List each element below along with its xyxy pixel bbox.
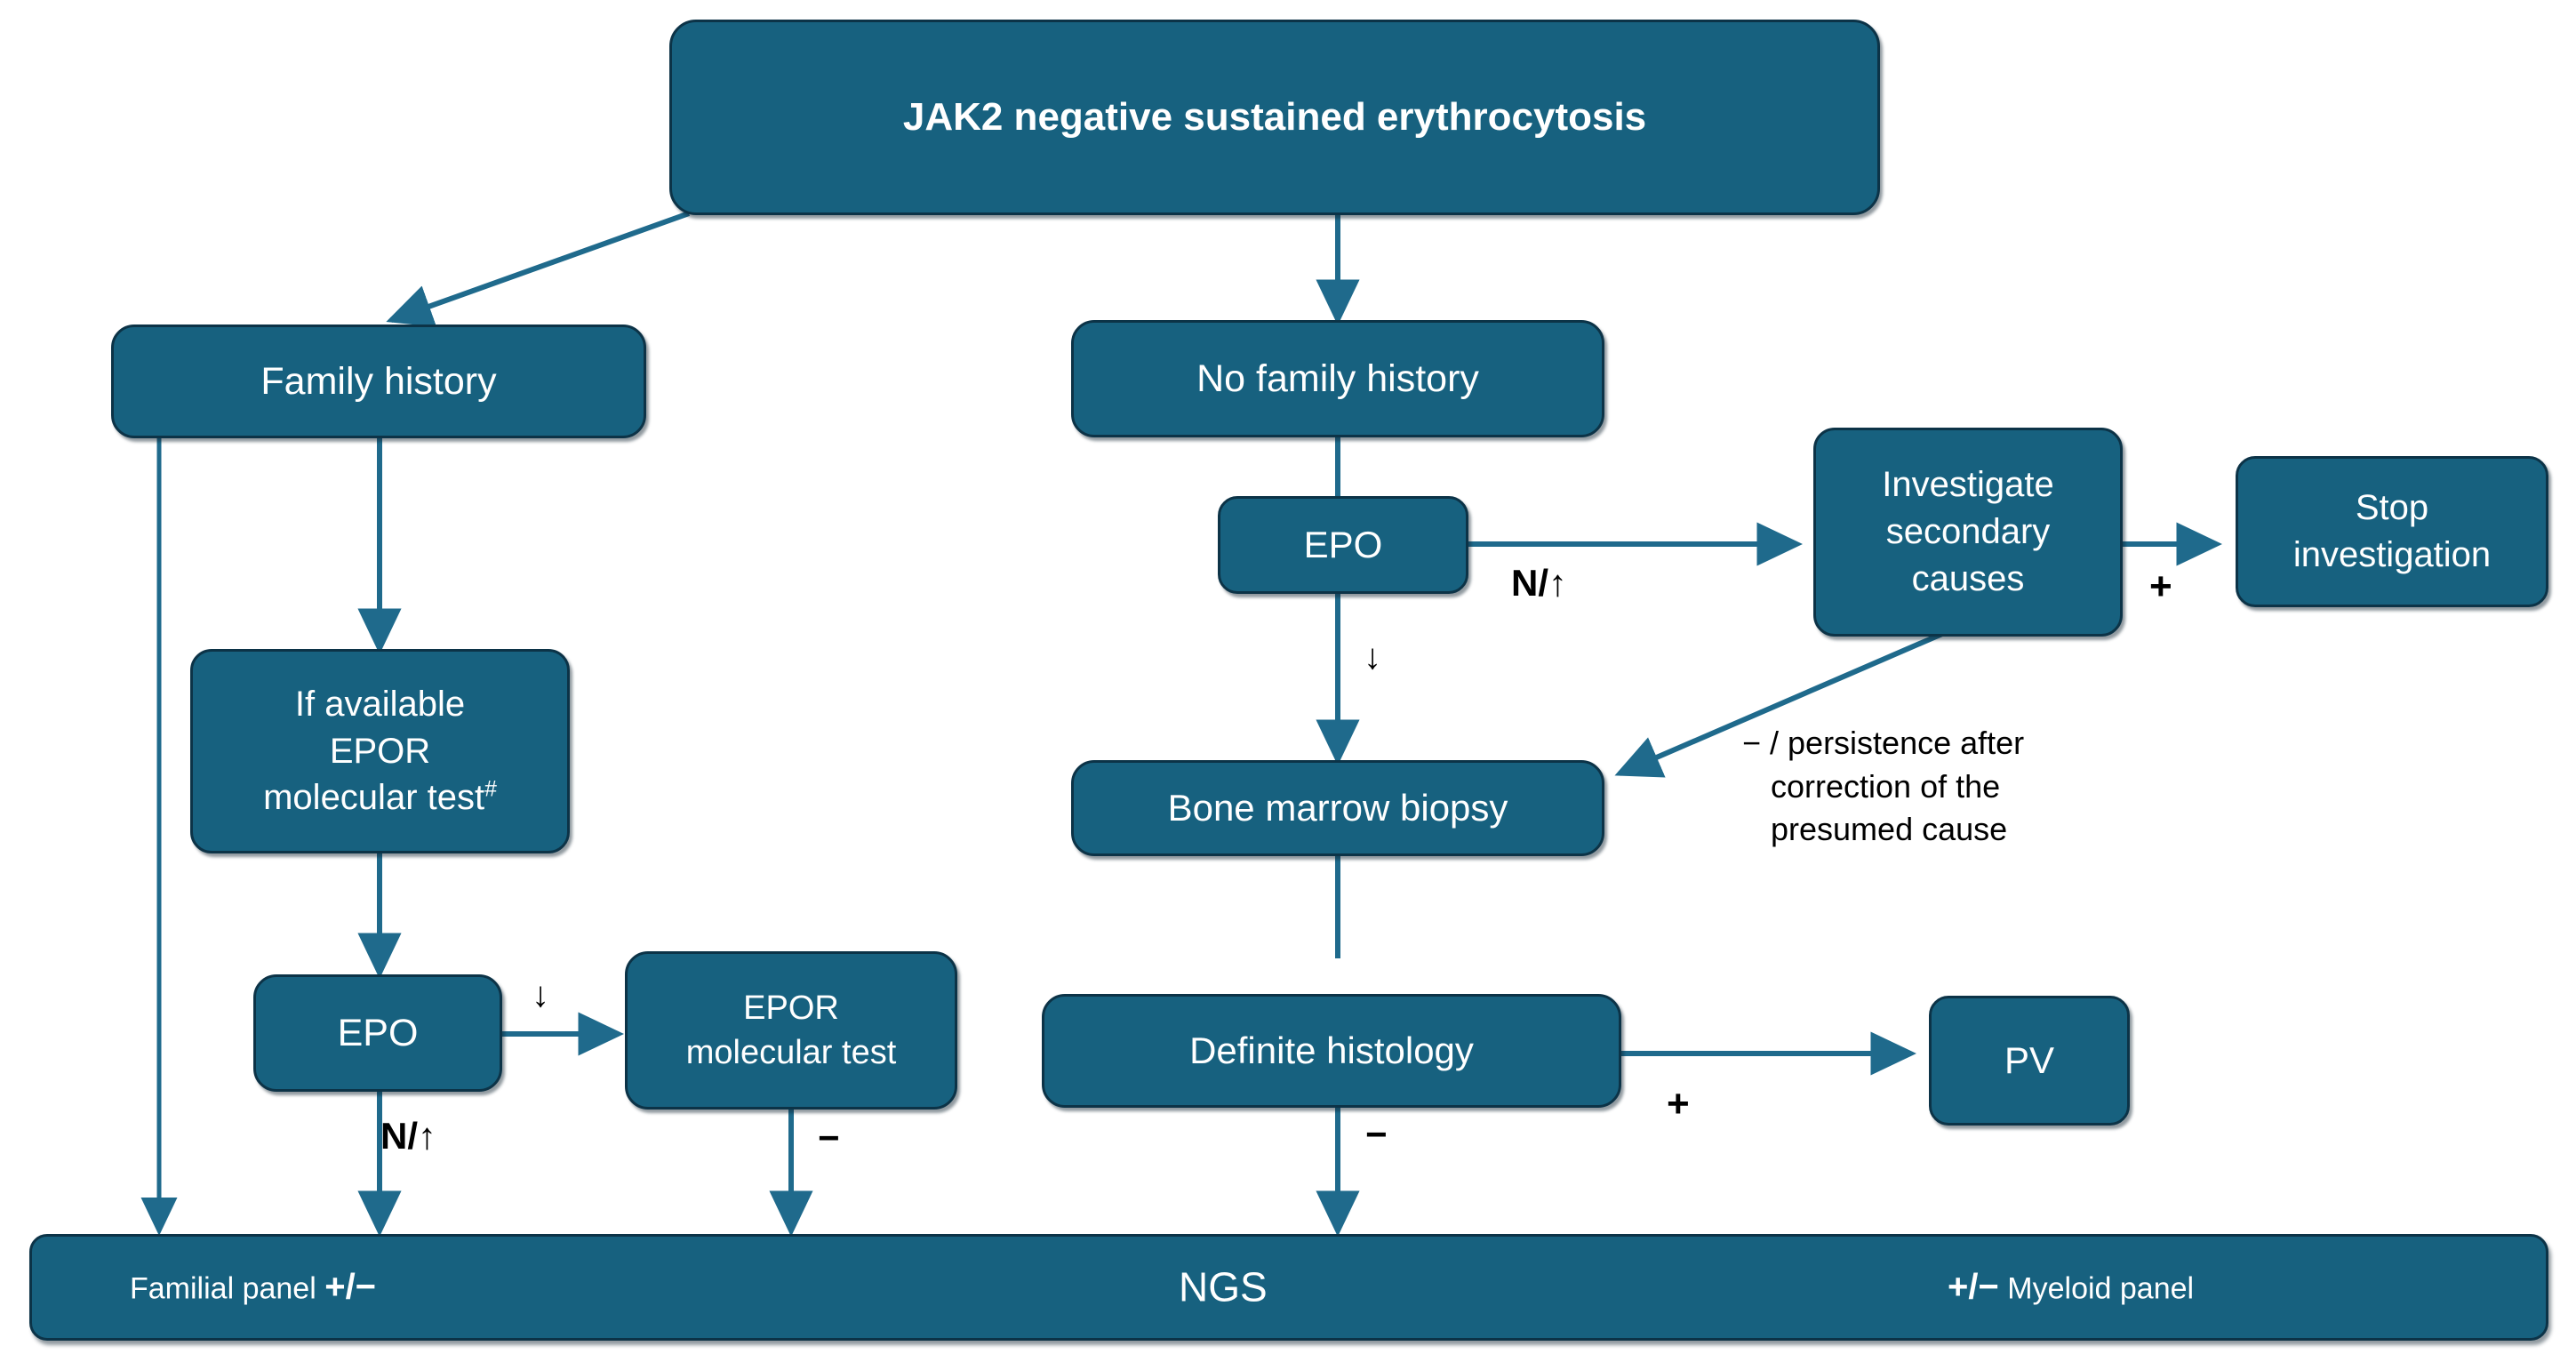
bottom-bar-myeloid-panel-label: Myeloid panel — [1998, 1271, 2195, 1306]
node-epor-if-available-superscript: # — [484, 778, 497, 803]
node-definite-histology-label: Definite histology — [1189, 1030, 1474, 1072]
node-family-history-label: Family history — [260, 359, 497, 403]
node-epo-left[interactable]: EPO — [253, 974, 502, 1092]
node-no-family-history-label: No family history — [1196, 357, 1479, 400]
edge-label-epo-mid-low: ↓ — [1364, 637, 1381, 677]
bottom-bar-inner: Familial panel +/− NGS +/− Myeloid panel — [32, 1237, 2546, 1338]
node-stop-line1: Stop — [2355, 488, 2429, 528]
edge-label-investigate-positive: + — [2149, 565, 2172, 608]
node-root[interactable]: JAK2 negative sustained erythrocytosis — [669, 20, 1880, 215]
node-epor-if-available-line3: molecular test — [263, 778, 485, 818]
persistence-line-1: − / persistence after — [1742, 725, 2025, 761]
bottom-bar-right-group: +/− Myeloid panel — [1948, 1264, 2194, 1311]
node-epo-mid[interactable]: EPO — [1218, 496, 1468, 594]
node-epor-if-available[interactable]: If available EPOR molecular test# — [190, 649, 570, 853]
node-bone-marrow-biopsy-label: Bone marrow biopsy — [1167, 787, 1508, 829]
node-investigate-line2: secondary — [1885, 512, 2051, 552]
node-investigate-line3: causes — [1911, 558, 2025, 598]
edge-label-definite-histology-positive: + — [1667, 1082, 1690, 1126]
edge-root-to-family-history — [386, 211, 691, 327]
edge-label-epo-left-low: ↓ — [532, 975, 549, 1014]
bottom-bar-left-group: Familial panel +/− — [130, 1264, 376, 1311]
node-epor-if-available-line2: EPOR — [329, 731, 431, 771]
node-epor-molecular-test-line1: EPOR — [743, 989, 839, 1027]
node-epor-molecular-test[interactable]: EPOR molecular test — [625, 951, 957, 1110]
node-epor-if-available-line1: If available — [294, 684, 466, 724]
bottom-bar-myeloid-panel-sign: +/− — [1948, 1267, 1999, 1307]
node-investigate-line1: Investigate — [1882, 465, 2054, 505]
node-epo-mid-label: EPO — [1303, 524, 1383, 566]
node-bone-marrow-biopsy[interactable]: Bone marrow biopsy — [1071, 760, 1604, 856]
node-pv-label: PV — [2004, 1039, 2055, 1082]
node-stop-investigation[interactable]: Stop investigation — [2236, 456, 2548, 607]
bottom-bar-ngs-label: NGS — [1179, 1263, 1268, 1310]
edge-label-definite-histology-negative: − — [1365, 1113, 1388, 1155]
node-definite-histology[interactable]: Definite histology — [1042, 994, 1621, 1108]
edge-label-epo-mid-normal-high: N/↑ — [1511, 562, 1567, 604]
node-epor-if-available-line3-wrap: molecular test# — [263, 774, 497, 821]
bottom-bar-familial-panel-label: Familial panel — [130, 1271, 325, 1306]
persistence-line-2: correction of the — [1771, 767, 2001, 805]
node-no-family-history[interactable]: No family history — [1071, 320, 1604, 437]
node-root-label: JAK2 negative sustained erythrocytosis — [902, 94, 1647, 139]
node-investigate-secondary-causes[interactable]: Investigate secondary causes — [1813, 428, 2123, 637]
edge-label-epor-test-negative: − — [818, 1117, 840, 1158]
node-epo-left-label: EPO — [337, 1011, 419, 1054]
bottom-bar-familial-panel-sign: +/− — [324, 1267, 377, 1307]
edge-label-persistence-after-correction: − / persistence after correction of the … — [1742, 722, 2116, 852]
node-pv[interactable]: PV — [1929, 996, 2130, 1126]
edge-label-epo-left-normal-high: N/↑ — [380, 1115, 436, 1157]
node-stop-line2: investigation — [2292, 535, 2492, 574]
node-epor-molecular-test-line2: molecular test — [685, 1034, 897, 1071]
node-family-history[interactable]: Family history — [111, 324, 646, 438]
persistence-line-3: presumed cause — [1771, 811, 2008, 848]
node-bottom-bar-ngs[interactable]: Familial panel +/− NGS +/− Myeloid panel — [29, 1234, 2548, 1341]
